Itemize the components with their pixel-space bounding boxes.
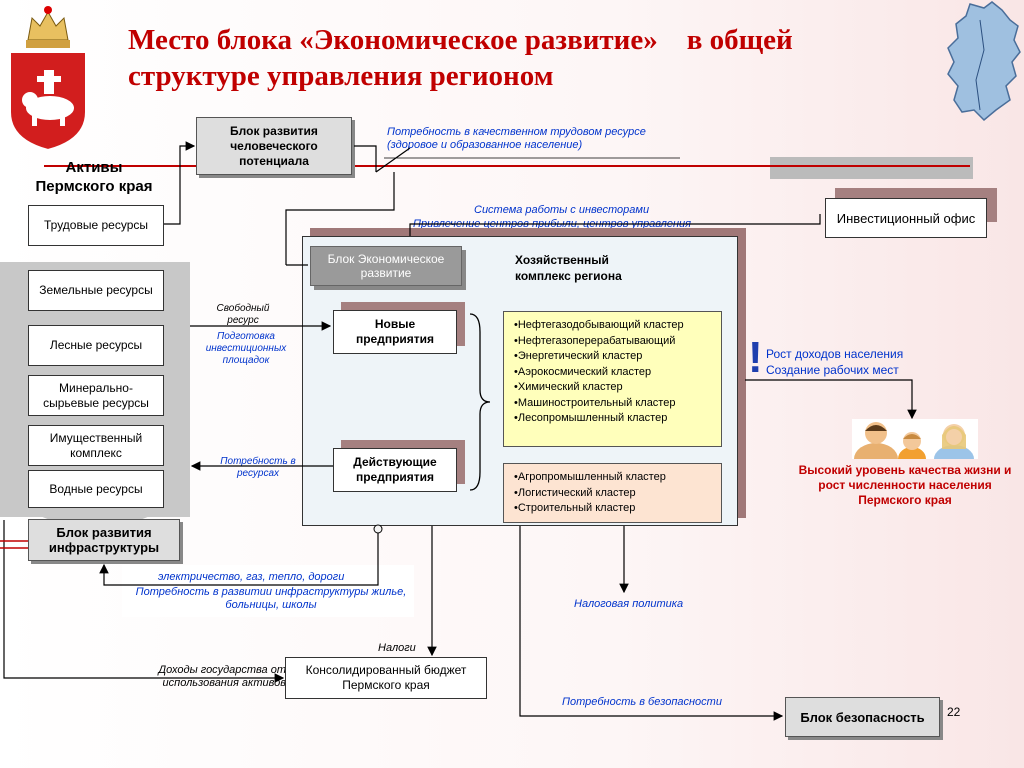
label-tax-policy: Налоговая политика bbox=[574, 598, 684, 610]
asset-forest: Лесные ресурсы bbox=[28, 325, 164, 366]
decor-bar-top bbox=[770, 157, 973, 179]
cluster-item: •Машиностроительный кластер bbox=[514, 396, 676, 409]
label-investors: Система работы с инвесторами bbox=[474, 204, 650, 216]
cluster-list-primary: •Нефтегазодобывающий кластер •Нефтегазоп… bbox=[503, 311, 722, 447]
label-jobs: Создание рабочих мест bbox=[766, 363, 899, 377]
asset-land: Земельные ресурсы bbox=[28, 270, 164, 311]
cluster-item: •Нефтегазодобывающий кластер bbox=[514, 319, 684, 331]
asset-labor: Трудовые ресурсы bbox=[28, 205, 164, 246]
cluster-item: •Агропромышленный кластер bbox=[514, 471, 666, 483]
label-labor-need: Потребность в качественном трудовом ресу… bbox=[387, 126, 646, 151]
cluster-item: •Энергетический кластер bbox=[514, 350, 643, 362]
block-security: Блок безопасность bbox=[785, 697, 940, 737]
asset-property: Имущественный комплекс bbox=[28, 425, 164, 466]
title-line-1: Место блока «Экономическое развитие» в о… bbox=[128, 24, 793, 56]
family-photo-icon bbox=[852, 419, 978, 475]
block-consolidated-budget: Консолидированный бюджет Пермского края bbox=[285, 657, 487, 699]
asset-water: Водные ресурсы bbox=[28, 470, 164, 508]
assets-heading: Активы Пермского края bbox=[35, 159, 153, 195]
label-state-income: Доходы государства от использования акти… bbox=[158, 664, 286, 689]
label-quality-of-life: Высокий уровень качества жизни и рост чи… bbox=[798, 463, 1012, 507]
label-utilities: электричество, газ, тепло, дороги bbox=[158, 571, 345, 583]
block-existing-enterprises: Действующие предприятия bbox=[333, 448, 457, 492]
label-free-resource: Свободный ресурс bbox=[216, 303, 270, 326]
slide-title: Место блока «Экономическое развитие» в о… bbox=[128, 22, 948, 94]
block-infrastructure: Блок развития инфраструктуры bbox=[28, 519, 180, 561]
cluster-item: •Аэрокосмический кластер bbox=[514, 365, 652, 378]
red-divider-line bbox=[44, 165, 970, 167]
cluster-item: •Строительный кластер bbox=[514, 502, 636, 514]
asset-minerals: Минерально-сырьевые ресурсы bbox=[28, 375, 164, 416]
exclamation-icon: ! bbox=[748, 333, 763, 382]
title-line-2: структуре управления регионом bbox=[128, 60, 554, 92]
label-resource-need: Потребность в ресурсах bbox=[220, 456, 296, 479]
coat-of-arms-icon bbox=[0, 0, 96, 155]
cluster-list-secondary: •Агропромышленный кластер •Логистический… bbox=[503, 463, 722, 523]
page-number: 22 bbox=[947, 705, 961, 719]
cluster-item: •Нефтегазоперерабатывающий bbox=[514, 334, 676, 347]
label-infra-need: Потребность в развитии инфраструктуры жи… bbox=[135, 586, 407, 611]
label-taxes: Налоги bbox=[378, 642, 416, 654]
cluster-item: •Химический кластер bbox=[514, 381, 623, 393]
perm-region-map-icon bbox=[940, 0, 1024, 125]
brace-icon bbox=[469, 313, 491, 491]
complex-heading: Хозяйственный комплекс региона bbox=[515, 253, 622, 283]
label-prep-sites: Подготовка инвестиционных площадок bbox=[205, 331, 287, 366]
cluster-item: •Логистический кластер bbox=[514, 486, 636, 499]
cluster-item: •Лесопромышленный кластер bbox=[514, 412, 668, 424]
block-human-potential: Блок развития человеческого потенциала bbox=[196, 117, 352, 175]
label-security-need: Потребность в безопасности bbox=[562, 696, 722, 708]
block-new-enterprises: Новые предприятия bbox=[333, 310, 457, 354]
block-economic-development: Блок Экономическое развитие bbox=[310, 246, 462, 286]
label-income-growth: Рост доходов населения bbox=[766, 347, 904, 361]
block-investment-office: Инвестиционный офис bbox=[825, 198, 987, 238]
